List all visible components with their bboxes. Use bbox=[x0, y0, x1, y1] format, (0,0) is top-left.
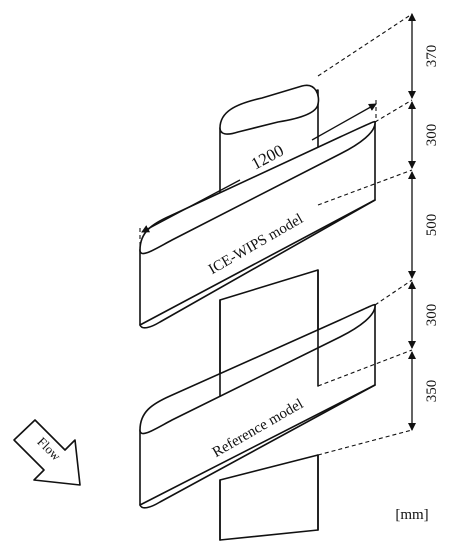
dim-350: 350 bbox=[424, 380, 440, 403]
dim-500: 500 bbox=[424, 214, 440, 237]
dim-300-upper: 300 bbox=[424, 124, 440, 147]
strut-front-edges bbox=[219, 269, 319, 541]
flow-arrow-icon bbox=[13, 419, 81, 486]
units-label: [mm] bbox=[395, 507, 428, 523]
dim-300-lower: 300 bbox=[424, 304, 440, 327]
vertical-dimensions bbox=[317, 13, 416, 456]
dim-370: 370 bbox=[424, 45, 440, 68]
span-dimension bbox=[139, 100, 377, 250]
reference-model bbox=[139, 303, 376, 509]
